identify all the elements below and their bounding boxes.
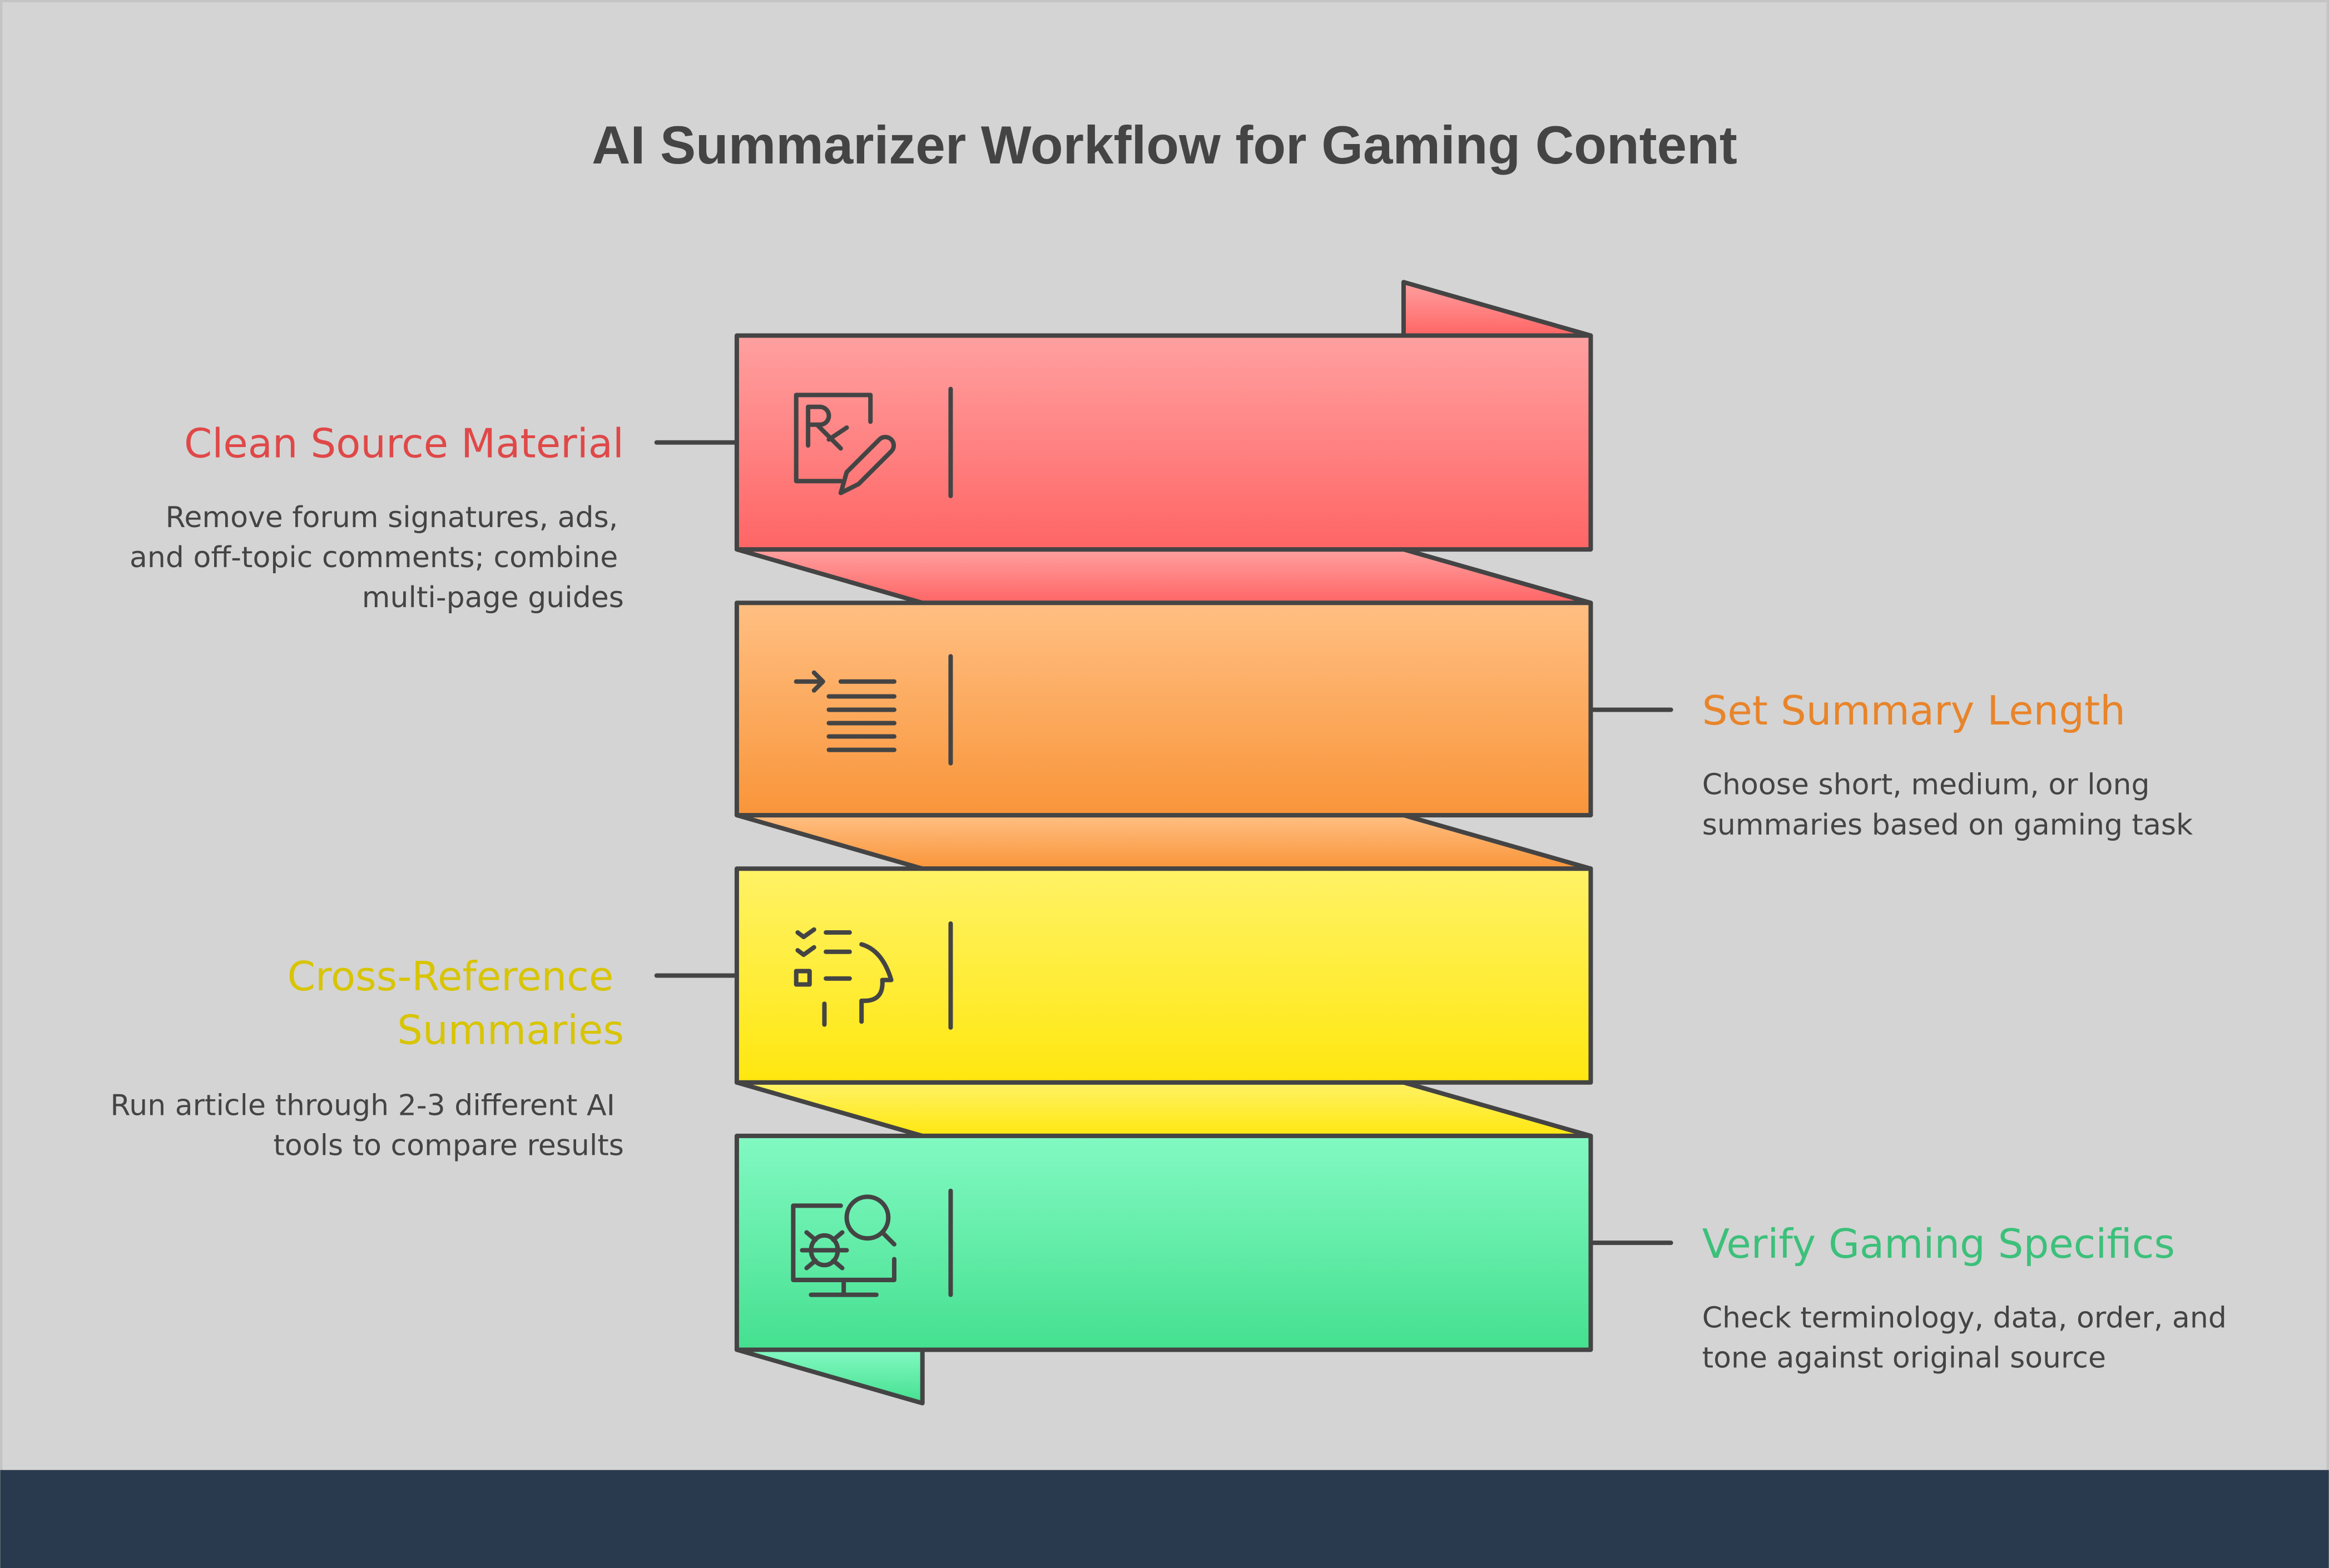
prescription-pen-icon — [794, 393, 896, 495]
footer-bar — [0, 1470, 2329, 1568]
step-description-line: Check terminology, data, order, and — [1702, 1301, 2227, 1334]
step-description-line: and off-topic comments; combine — [130, 541, 618, 574]
step-description-line: tools to compare results — [273, 1129, 623, 1163]
step-label: Verify Gaming Specifics — [1702, 1221, 2175, 1268]
step-band-2 — [734, 601, 1673, 818]
step-description-line: Remove forum signatures, ads, — [166, 501, 618, 534]
bug-search-monitor-icon — [791, 1194, 896, 1297]
step-band-4 — [734, 1133, 1673, 1352]
step-label: Set Summary Length — [1702, 688, 2125, 735]
step-label: Clean Source Material — [184, 421, 624, 468]
step-label: Summaries — [397, 1007, 624, 1054]
checklist-head-icon — [794, 927, 894, 1027]
indented-text-icon — [794, 670, 896, 752]
step-4-text: Verify Gaming Specifics Check terminolog… — [1702, 1221, 2227, 1375]
step-description-line: Run article through 2-3 different AI — [110, 1089, 615, 1123]
step-description-line: tone against original source — [1702, 1341, 2106, 1375]
step-description-line: multi-page guides — [362, 581, 624, 614]
step-band-1 — [654, 333, 1593, 552]
step-2-text: Set Summary Length Choose short, medium,… — [1702, 688, 2193, 842]
step-1-text: Clean Source Material Remove forum signa… — [130, 421, 624, 615]
step-description-line: Choose short, medium, or long — [1702, 768, 2150, 802]
diagram-title: AI Summarizer Workflow for Gaming Conten… — [592, 116, 1737, 175]
step-3-text: Cross-Reference Summaries Run article th… — [110, 954, 624, 1162]
step-label: Cross-Reference — [288, 954, 614, 1000]
step-band-3 — [654, 866, 1593, 1085]
step-description-line: summaries based on gaming task — [1702, 808, 2193, 842]
